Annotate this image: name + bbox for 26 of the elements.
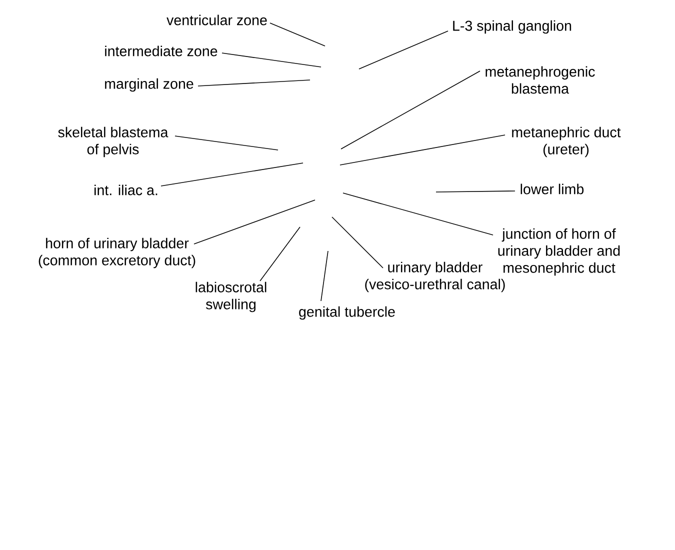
leader-line <box>160 162 304 186</box>
leader-line <box>194 200 316 244</box>
anatomy-label: ventricular zone <box>166 14 267 26</box>
leader-line <box>340 134 506 166</box>
leader-line <box>320 250 328 302</box>
anatomy-label: skeletal blastema of pelvis <box>58 126 168 158</box>
anatomy-label: metanephric duct (ureter) <box>512 126 621 158</box>
leader-line <box>340 70 480 150</box>
anatomy-label: lower limb <box>520 184 584 194</box>
anatomy-label: L-3 spinal ganglion <box>453 20 572 34</box>
anatomy-label: metanephrogenic blastema <box>486 66 595 94</box>
leader-line <box>270 22 326 46</box>
leader-line <box>260 226 300 282</box>
leader-line <box>222 52 322 68</box>
leader-line <box>436 190 516 192</box>
anatomy-label: genital tubercle <box>299 306 395 320</box>
leader-line <box>342 192 494 236</box>
leader-line <box>198 80 310 86</box>
anatomy-label: labioscrotal swelling <box>196 282 266 312</box>
anatomy-label: int. iliac a. <box>94 184 158 196</box>
leader-line <box>332 216 384 268</box>
leader-line <box>174 136 278 150</box>
leader-line <box>358 30 448 70</box>
anatomy-label: intermediate zone <box>105 46 218 56</box>
anatomy-label: horn of urinary bladder (common excretory duct) <box>38 238 196 268</box>
anatomy-label: marginal zone <box>105 78 194 92</box>
